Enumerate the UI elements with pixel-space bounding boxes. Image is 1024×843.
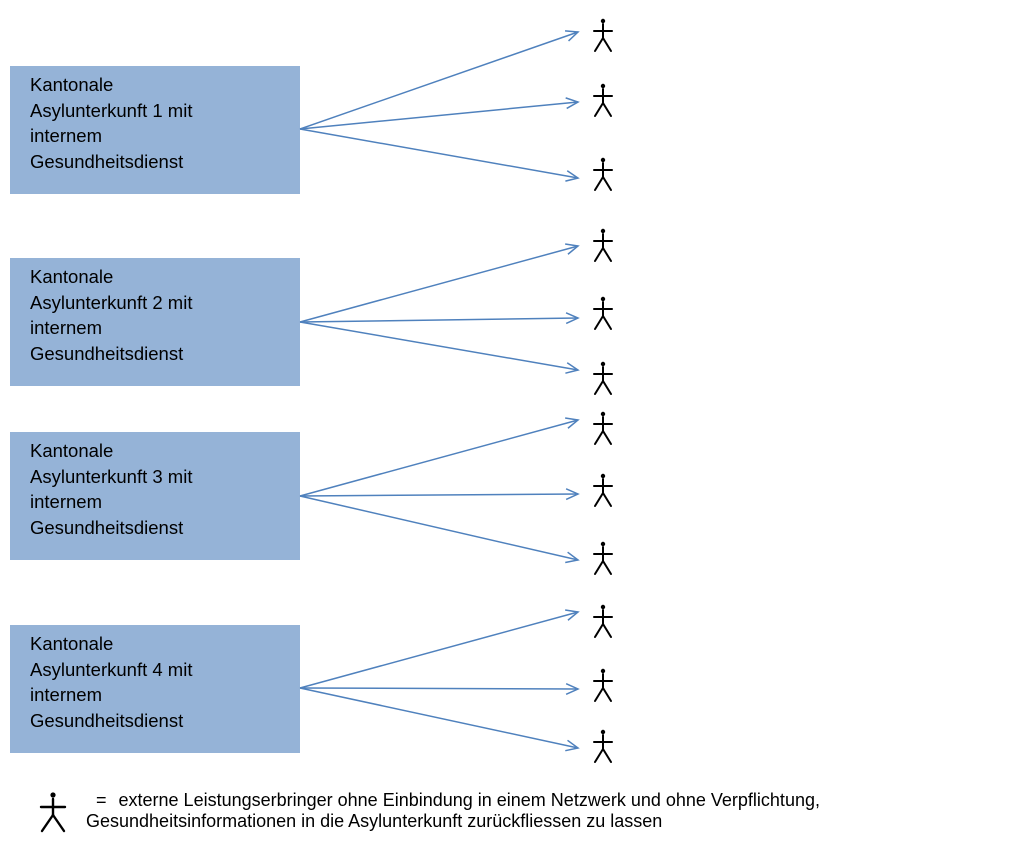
connector-arrow xyxy=(299,31,579,130)
arrow-head-icon xyxy=(565,362,580,374)
box-text-line: internem xyxy=(30,317,102,338)
connector-arrow xyxy=(299,495,579,561)
connector-arrow xyxy=(299,611,579,689)
connector-arrow xyxy=(299,101,579,130)
person-icon xyxy=(39,792,67,833)
shelter-box-1: Kantonale Asylunterkunft 1 mit internem … xyxy=(10,66,300,194)
connector-arrow xyxy=(299,245,579,323)
arrow-head-icon xyxy=(565,682,580,695)
person-icon xyxy=(593,473,613,507)
shelter-box-4: Kantonale Asylunterkunft 4 mit internem … xyxy=(10,625,300,753)
connector-arrow xyxy=(299,317,579,323)
shelter-box-2: Kantonale Asylunterkunft 2 mit internem … xyxy=(10,258,300,386)
person-icon xyxy=(593,411,613,445)
connector-arrow xyxy=(299,687,579,749)
legend-line-2: Gesundheitsinformationen in die Asylunte… xyxy=(86,811,663,831)
person-icon xyxy=(593,668,613,702)
box-text-line: Gesundheitsdienst xyxy=(30,516,184,538)
arrow-head-icon xyxy=(565,170,580,182)
shelter-box-3: Kantonale Asylunterkunft 3 mit internem … xyxy=(10,432,300,560)
box-text-line: Asylunterkunft 1 mit xyxy=(30,99,193,121)
legend-text-1: externe Leistungserbringer ohne Einbindu… xyxy=(118,790,820,810)
person-icon xyxy=(593,361,613,395)
person-icon xyxy=(593,729,613,763)
connector-arrow xyxy=(299,493,579,497)
arrow-head-icon xyxy=(565,312,580,325)
arrow-head-icon xyxy=(565,551,580,564)
box-text-line: Kantonale xyxy=(30,440,114,461)
box-text-line: Kantonale xyxy=(30,266,114,287)
box-text-line: Kantonale xyxy=(30,633,114,654)
person-icon xyxy=(593,228,613,262)
box-text-line: Asylunterkunft 3 mit xyxy=(30,465,193,487)
box-text-line: Gesundheitsdienst xyxy=(30,150,184,172)
arrow-head-icon xyxy=(565,417,580,429)
person-icon xyxy=(593,157,613,191)
box-text-line: Gesundheitsdienst xyxy=(30,709,184,731)
box-text-line: internem xyxy=(30,684,102,705)
connector-arrow xyxy=(299,687,579,690)
arrow-head-icon xyxy=(565,97,580,110)
person-icon xyxy=(593,296,613,330)
box-text-line: internem xyxy=(30,125,102,146)
connector-arrow xyxy=(299,321,579,371)
box-text-line: Kantonale xyxy=(30,74,114,95)
connector-arrow xyxy=(299,128,579,179)
arrow-head-icon xyxy=(565,739,580,752)
person-icon xyxy=(593,604,613,638)
box-text-line: Gesundheitsdienst xyxy=(30,342,184,364)
arrow-head-icon xyxy=(565,488,580,501)
legend-line-1: = externe Leistungserbringer ohne Einbind… xyxy=(96,789,820,811)
box-text-line: Asylunterkunft 4 mit xyxy=(30,658,193,680)
person-icon xyxy=(593,83,613,117)
box-text-line: Asylunterkunft 2 mit xyxy=(30,291,193,313)
arrow-head-icon xyxy=(564,30,580,42)
person-icon xyxy=(593,541,613,575)
person-icon xyxy=(593,18,613,52)
arrow-head-icon xyxy=(565,243,580,255)
box-text-line: internem xyxy=(30,491,102,512)
arrow-head-icon xyxy=(565,609,580,621)
connector-arrow xyxy=(299,419,579,497)
legend-equals: = xyxy=(96,790,107,810)
